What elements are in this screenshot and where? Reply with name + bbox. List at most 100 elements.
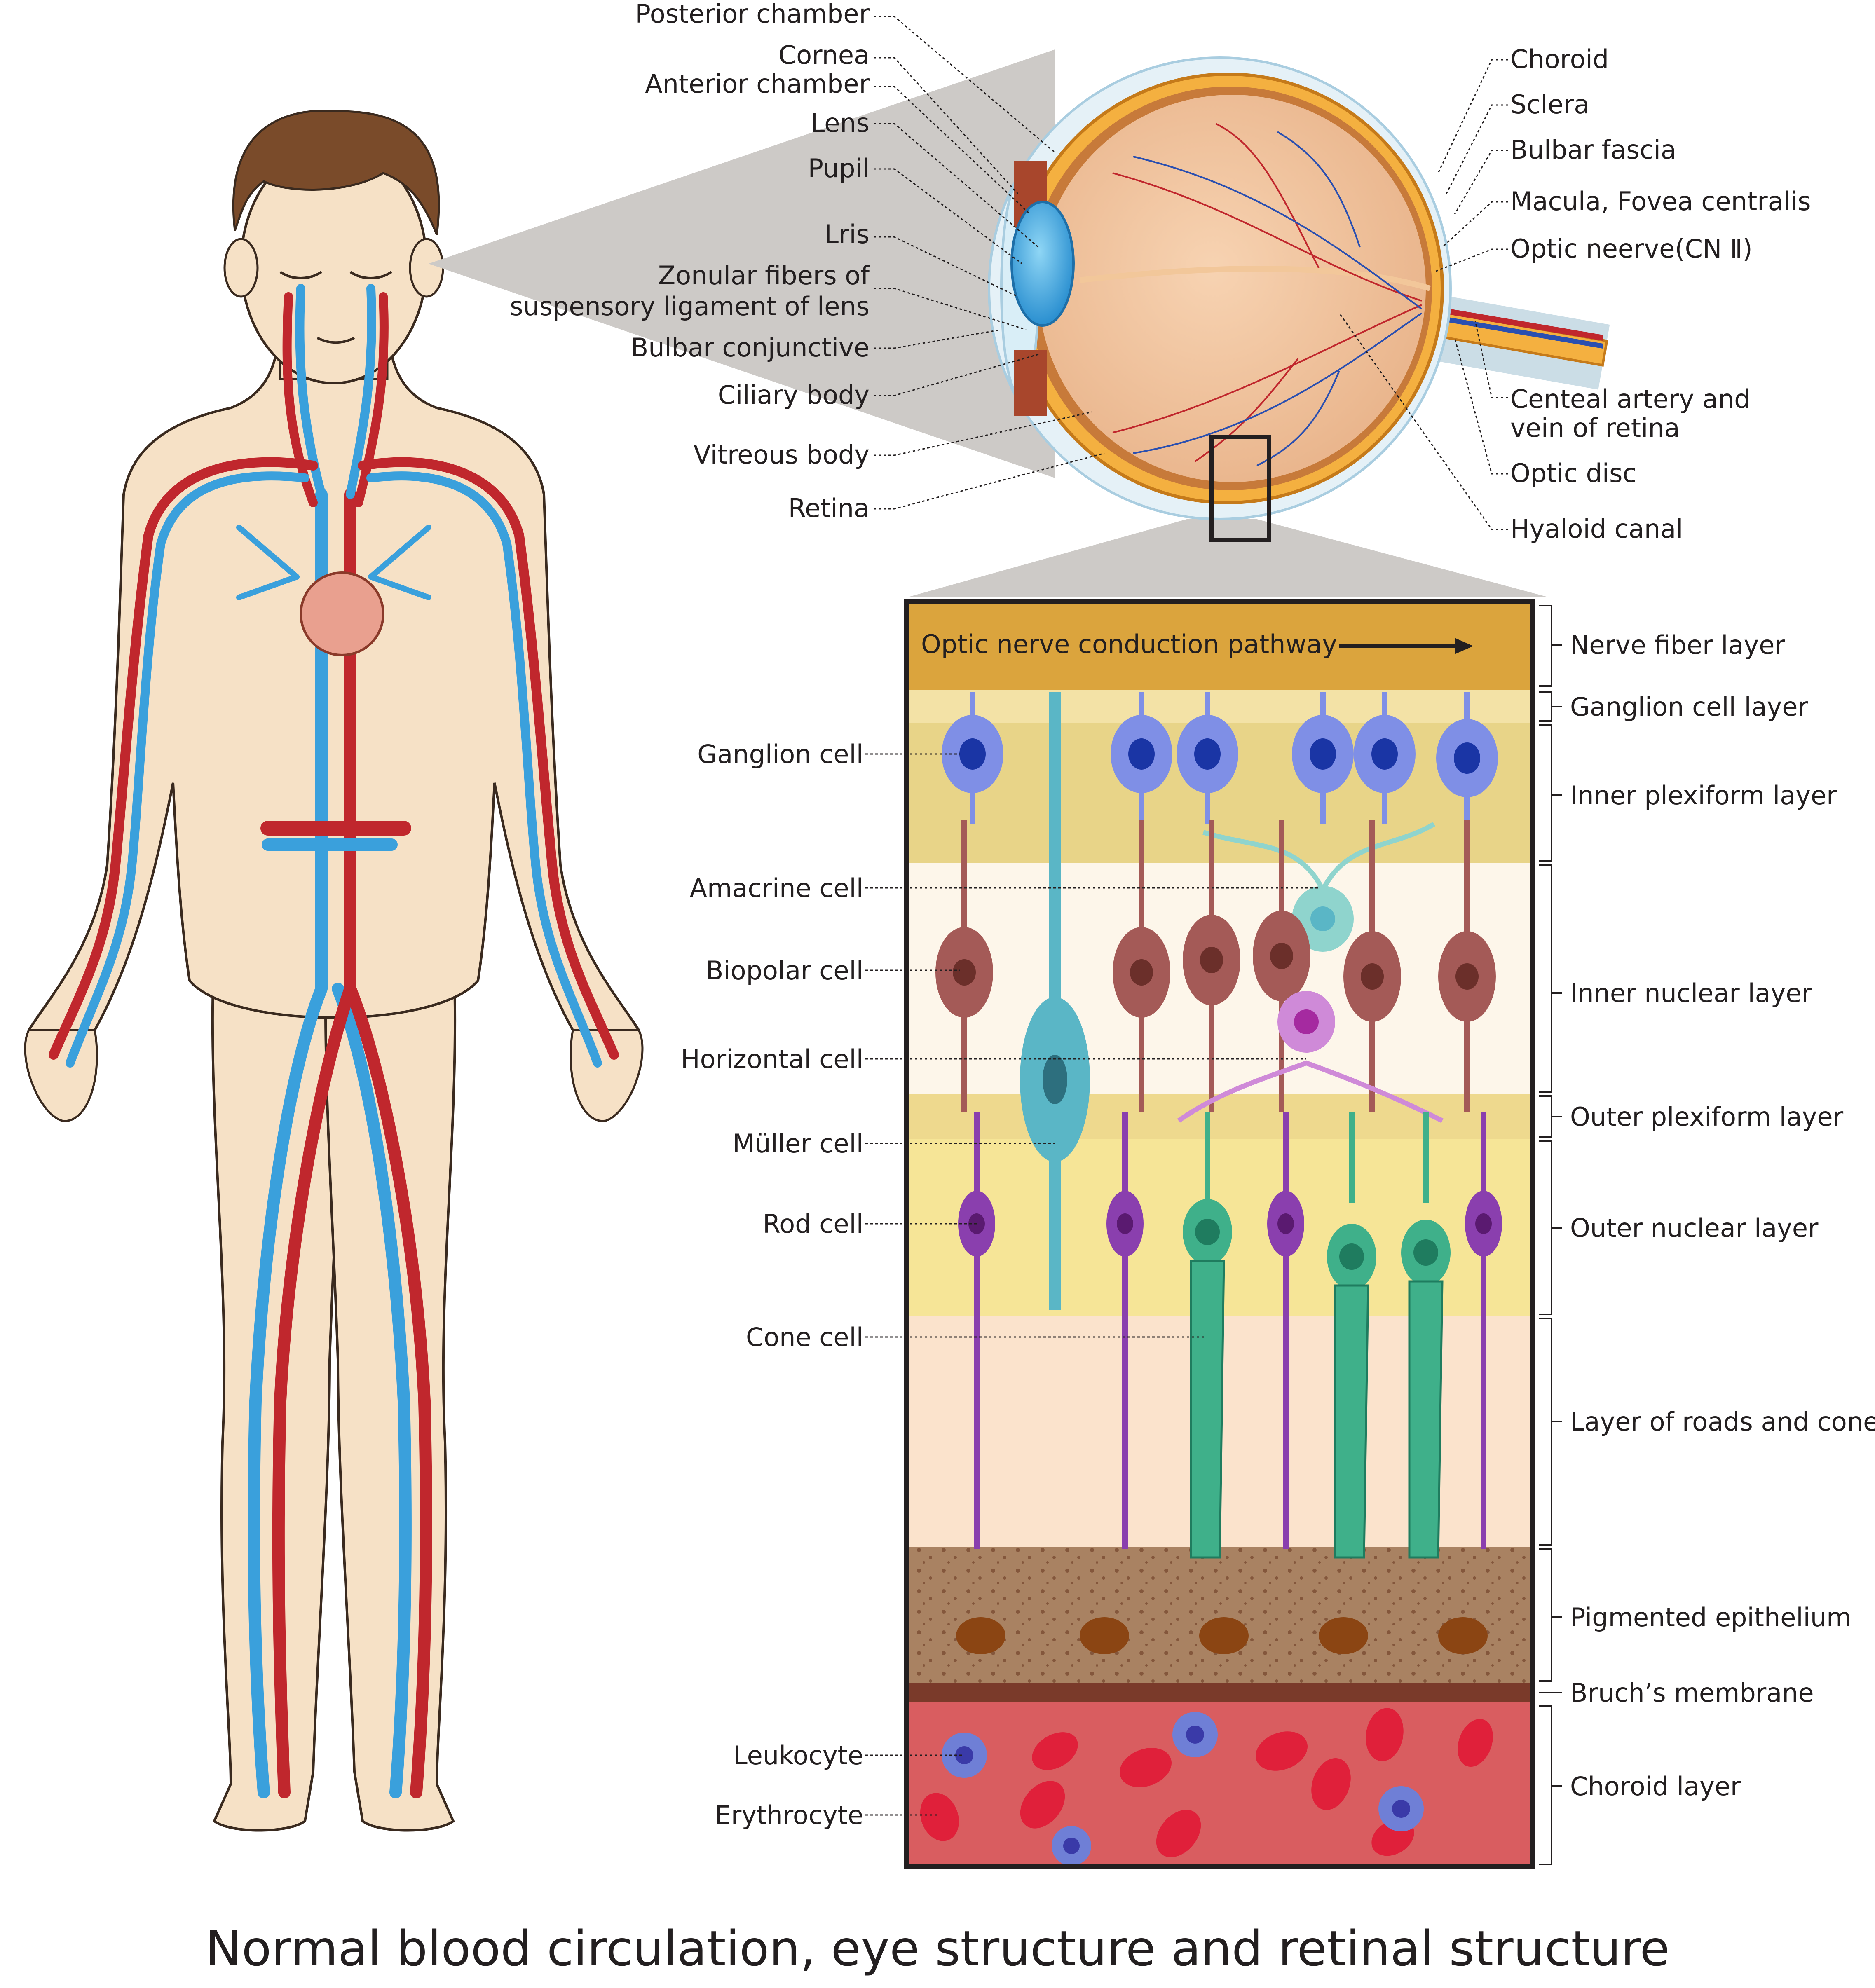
pigmented-epithelial-cells <box>956 1617 1488 1654</box>
horizontal-cell-nucleus <box>1294 1009 1319 1034</box>
label-inner-plexiform-layer: Inner plexiform layer <box>1570 780 1837 810</box>
layer-braces <box>1539 605 1562 1865</box>
cone-cell <box>1401 1112 1451 1559</box>
rod-cell <box>1106 1112 1144 1549</box>
label-zonular-fibers-line1: Zonular fibers of <box>658 260 870 290</box>
eye-section <box>429 49 1610 597</box>
central-vein <box>1421 313 1604 349</box>
hair <box>232 110 440 235</box>
rod-cells <box>958 1112 1502 1549</box>
leukocytes <box>942 1712 1424 1866</box>
label-choroid-layer: Choroid layer <box>1570 1771 1741 1801</box>
label-posterior-chamber: Posterior chamber <box>635 0 870 29</box>
ganglion-cell <box>942 692 1003 824</box>
cell-leader-lines <box>865 753 1319 1816</box>
bipolar-cell <box>1343 820 1401 1112</box>
lens-shape <box>1010 201 1075 327</box>
label-ganglion-cell: Ganglion cell <box>697 739 863 769</box>
central-artery <box>1421 304 1604 341</box>
label-nerve-fiber-layer: Nerve fiber layer <box>1570 630 1785 660</box>
label-ganglion-cell-layer: Ganglion cell layer <box>1570 692 1809 722</box>
label-optic-disc: Optic disc <box>1510 458 1636 488</box>
retina-panel-frame <box>904 599 1535 1869</box>
ganglion-cell-layer-band <box>907 690 1533 723</box>
left-closed-eye <box>279 271 322 279</box>
rod-cell <box>1465 1112 1502 1549</box>
label-anterior-chamber: Anterior chamber <box>645 69 870 99</box>
left-ear <box>223 238 259 298</box>
label-central-artery-line2: vein of retina <box>1510 413 1680 443</box>
ganglion-cells <box>942 692 1498 824</box>
label-rod-cell: Rod cell <box>763 1209 863 1239</box>
label-macula: Macula, Fovea centralis <box>1510 186 1811 216</box>
figure-title: Normal blood circulation, eye structure … <box>205 1920 1670 1977</box>
pathway-arrow-head <box>1455 638 1473 654</box>
bipolar-cell <box>1253 820 1310 1112</box>
eye-leader-lines <box>874 16 1508 530</box>
label-cone-cell: Cone cell <box>746 1322 863 1352</box>
ganglion-cell <box>1436 692 1498 824</box>
label-vitreous-body: Vitreous body <box>694 440 870 470</box>
retina-zoom-box <box>1209 435 1271 542</box>
label-bulbar-fascia: Bulbar fascia <box>1510 135 1676 165</box>
retina-panel: Optic nerve conduction pathway <box>904 599 1535 1869</box>
label-bulbar-conjunctive: Bulbar conjunctive <box>631 333 870 363</box>
cone-cell <box>1183 1112 1232 1559</box>
bruch-membrane-band <box>907 1683 1533 1702</box>
choroid-layer-band <box>907 1702 1533 1866</box>
torso <box>27 353 640 1051</box>
right-hand <box>570 1029 644 1122</box>
label-outer-nuclear-layer: Outer nuclear layer <box>1570 1213 1819 1243</box>
label-muller-cell: Müller cell <box>733 1129 863 1159</box>
heart <box>300 571 384 656</box>
right-ear <box>409 238 444 298</box>
label-zonular-fibers-line2: suspensory ligament of lens <box>510 291 870 321</box>
label-rods-cones-layer: Layer of roads and cones <box>1570 1407 1875 1437</box>
label-inner-nuclear-layer: Inner nuclear layer <box>1570 978 1812 1008</box>
pigment-granules <box>907 1547 1533 1683</box>
horizontal-dendrites <box>1177 1060 1444 1123</box>
left-hand <box>24 1029 98 1122</box>
bipolar-cell <box>1438 820 1496 1112</box>
label-cornea: Cornea <box>778 40 870 70</box>
bipolar-cell <box>1183 820 1240 1112</box>
label-erythrocyte: Erythrocyte <box>715 1800 863 1830</box>
bipolar-cells <box>935 820 1496 1112</box>
label-choroid: Choroid <box>1510 44 1609 74</box>
bipolar-cell <box>935 820 993 1112</box>
label-pigmented-epithelium: Pigmented epithelium <box>1570 1602 1852 1632</box>
cone-cell <box>1327 1112 1376 1559</box>
bipolar-cell <box>1113 820 1170 1112</box>
erythrocytes <box>920 1708 1493 1857</box>
label-pupil: Pupil <box>808 153 870 183</box>
rod-cell <box>1267 1112 1304 1549</box>
ganglion-cell <box>1177 692 1238 824</box>
muller-cell-nucleus <box>1043 1055 1067 1104</box>
label-sclera: Sclera <box>1510 89 1589 119</box>
ganglion-cell <box>1354 692 1416 824</box>
blood-vessels <box>49 284 619 1798</box>
label-amacrine-cell: Amacrine cell <box>690 873 863 903</box>
human-body-figure <box>24 110 644 1832</box>
label-lens: Lens <box>811 108 870 138</box>
iris-lower-shape <box>1014 350 1047 416</box>
right-leg <box>324 946 457 1832</box>
label-hyaloid-canal: Hyaloid canal <box>1510 514 1683 544</box>
vitreous-shape <box>1038 95 1426 482</box>
eye-zoom-cone <box>429 49 1055 478</box>
label-optic-nerve: Optic neerve(CN Ⅱ) <box>1510 234 1753 264</box>
label-ciliary-body: Ciliary body <box>718 380 870 410</box>
ganglion-cell <box>1111 692 1172 824</box>
label-iris: Lris <box>824 219 870 249</box>
cone-cells <box>1183 1112 1451 1559</box>
ganglion-cell <box>1292 692 1354 824</box>
label-bruch-membrane: Bruch’s membrane <box>1570 1678 1814 1708</box>
label-leukocyte: Leukocyte <box>733 1740 863 1770</box>
mouth <box>316 337 355 344</box>
right-closed-eye <box>349 271 392 279</box>
retina-zoom-cone <box>907 519 1549 597</box>
label-bipolar-cell: Biopolar cell <box>706 955 863 986</box>
label-retina: Retina <box>788 493 870 523</box>
label-outer-plexiform-layer: Outer plexiform layer <box>1570 1102 1844 1132</box>
